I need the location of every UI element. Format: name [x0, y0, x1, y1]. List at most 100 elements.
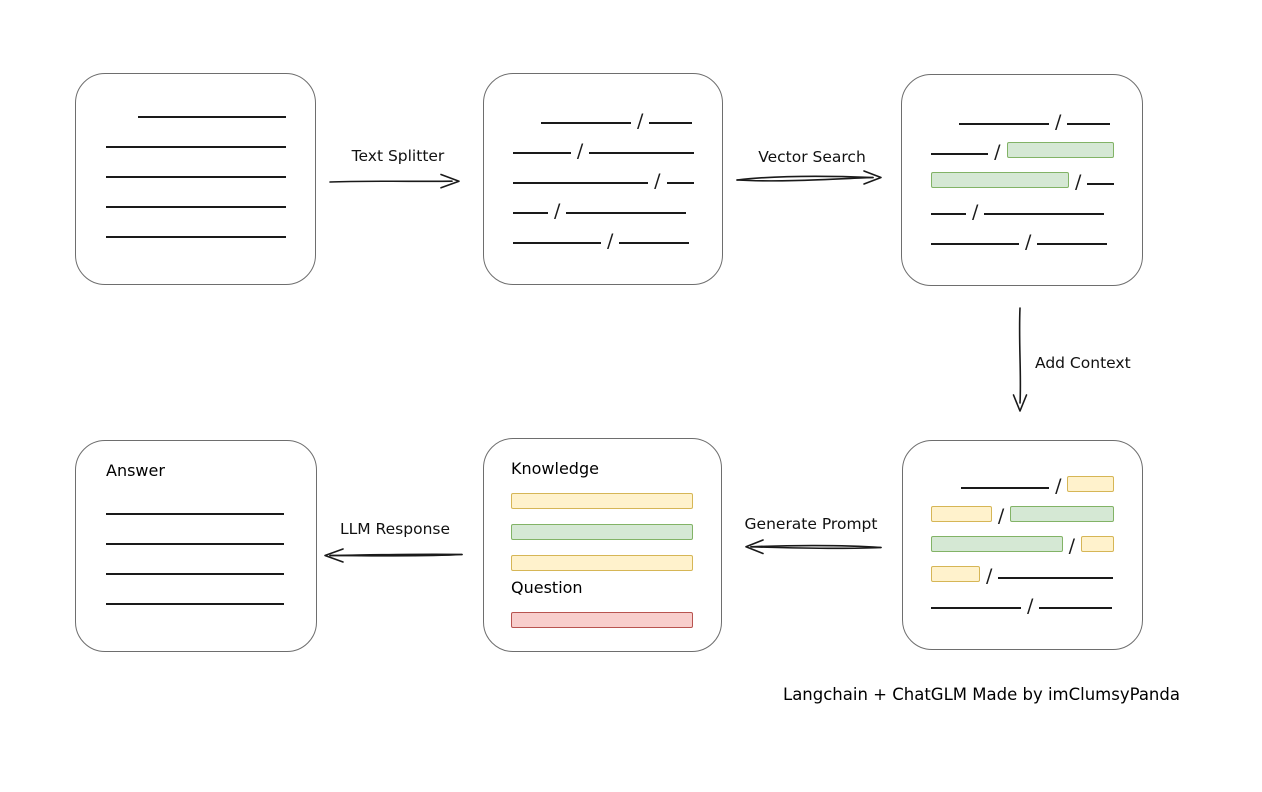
diagram-row: [106, 549, 288, 579]
text-line: [619, 242, 690, 244]
diagram-row: /: [513, 218, 694, 252]
yellow-chunk-chip: [931, 506, 992, 522]
diagram-row: [511, 541, 693, 572]
text-line: [106, 513, 284, 515]
prompt-box: Knowledge Question: [483, 438, 722, 652]
text-line: [106, 176, 286, 178]
text-line: [931, 153, 989, 155]
green-chunk-chip: [1010, 506, 1114, 522]
add-context-label: Add Context: [1035, 354, 1131, 372]
diagram-row: [106, 519, 288, 549]
slash-separator: /: [637, 110, 644, 132]
diagram-row: /: [931, 463, 1114, 497]
diagram-row: /: [931, 219, 1114, 253]
diagram-row: [106, 92, 286, 122]
text-line: [1067, 123, 1111, 125]
slash-separator: /: [576, 140, 584, 162]
vector-search-label: Vector Search: [758, 148, 866, 166]
yellow-chunk-chip: [1067, 476, 1114, 492]
slash-separator: /: [1074, 171, 1082, 193]
diagram-row: /: [513, 98, 694, 132]
text-line: [106, 206, 286, 208]
text-line: [649, 122, 693, 124]
slash-separator: /: [1055, 475, 1062, 497]
slash-separator: /: [1068, 535, 1076, 557]
slash-separator: /: [1027, 595, 1034, 617]
answer-lines: [106, 489, 288, 609]
green-chunk-chip: [931, 172, 1069, 188]
text-line: [931, 607, 1021, 609]
matched-chunks-lines: / / / / /: [931, 99, 1114, 253]
text-line: [106, 603, 284, 605]
answer-label: Answer: [106, 461, 165, 480]
text-line: [138, 116, 286, 118]
diagram-row: [106, 182, 286, 212]
diagram-row: [106, 579, 288, 609]
yellow-chunk-chip: [931, 566, 980, 582]
llm-response-label: LLM Response: [339, 520, 450, 538]
diagram-row: [511, 479, 693, 510]
diagram-row: [511, 510, 693, 541]
answer-box: Answer: [75, 440, 317, 652]
text-line: [666, 182, 694, 184]
text-line: [961, 487, 1050, 489]
text-line: [1087, 183, 1114, 185]
diagram-row: /: [513, 128, 694, 162]
generate-prompt-arrow: [745, 539, 882, 555]
slash-separator: /: [997, 505, 1005, 527]
llm-response-arrow: [324, 548, 463, 563]
text-line: [106, 146, 286, 148]
green-chunk-chip: [931, 536, 1063, 552]
text-line: [931, 213, 966, 215]
text-line: [106, 236, 286, 238]
diagram-row: [106, 489, 288, 519]
slash-separator: /: [554, 200, 561, 222]
text-line: [106, 573, 284, 575]
diagram-row: /: [931, 583, 1114, 617]
chunks-box: / / / / /: [483, 73, 723, 285]
diagram-row: /: [931, 493, 1114, 527]
diagram-row: /: [931, 159, 1114, 193]
diagram-row: [106, 212, 286, 242]
diagram-row: /: [513, 158, 694, 192]
slash-separator: /: [607, 230, 614, 252]
diagram-row: /: [931, 189, 1114, 223]
chunks-lines: / / / / /: [513, 98, 694, 252]
add-context-arrow: [1012, 307, 1028, 412]
knowledge-bars: [511, 479, 693, 572]
green-chunk-chip: [511, 524, 693, 540]
text-line: [566, 212, 687, 214]
yellow-chunk-chip: [1081, 536, 1114, 552]
slash-separator: /: [972, 201, 979, 223]
text-line: [513, 182, 649, 184]
slash-separator: /: [1055, 111, 1062, 133]
slash-separator: /: [1025, 231, 1032, 253]
diagram-row: [106, 152, 286, 182]
diagram-row: [106, 122, 286, 152]
question-label: Question: [511, 578, 583, 597]
text-line: [1039, 607, 1113, 609]
slash-separator: /: [986, 565, 993, 587]
document-lines: [106, 92, 286, 242]
vector-search-arrow: [736, 170, 882, 185]
text-line: [984, 213, 1105, 215]
generate-prompt-label: Generate Prompt: [744, 515, 878, 533]
yellow-chunk-chip: [511, 555, 693, 571]
document-box: [75, 73, 316, 285]
knowledge-label: Knowledge: [511, 459, 599, 478]
yellow-chunk-chip: [511, 493, 693, 509]
text-line: [931, 243, 1019, 245]
context-box: / / / / /: [902, 440, 1143, 650]
text-line: [589, 152, 694, 154]
text-line: [106, 543, 284, 545]
text-line: [513, 152, 571, 154]
diagram-row: /: [931, 99, 1114, 133]
diagram-row: /: [931, 553, 1114, 587]
question-bar: [511, 598, 693, 629]
text-line: [998, 577, 1114, 579]
red-chunk-chip: [511, 612, 693, 628]
slash-separator: /: [994, 141, 1001, 163]
text-line: [959, 123, 1049, 125]
slash-separator: /: [654, 170, 661, 192]
